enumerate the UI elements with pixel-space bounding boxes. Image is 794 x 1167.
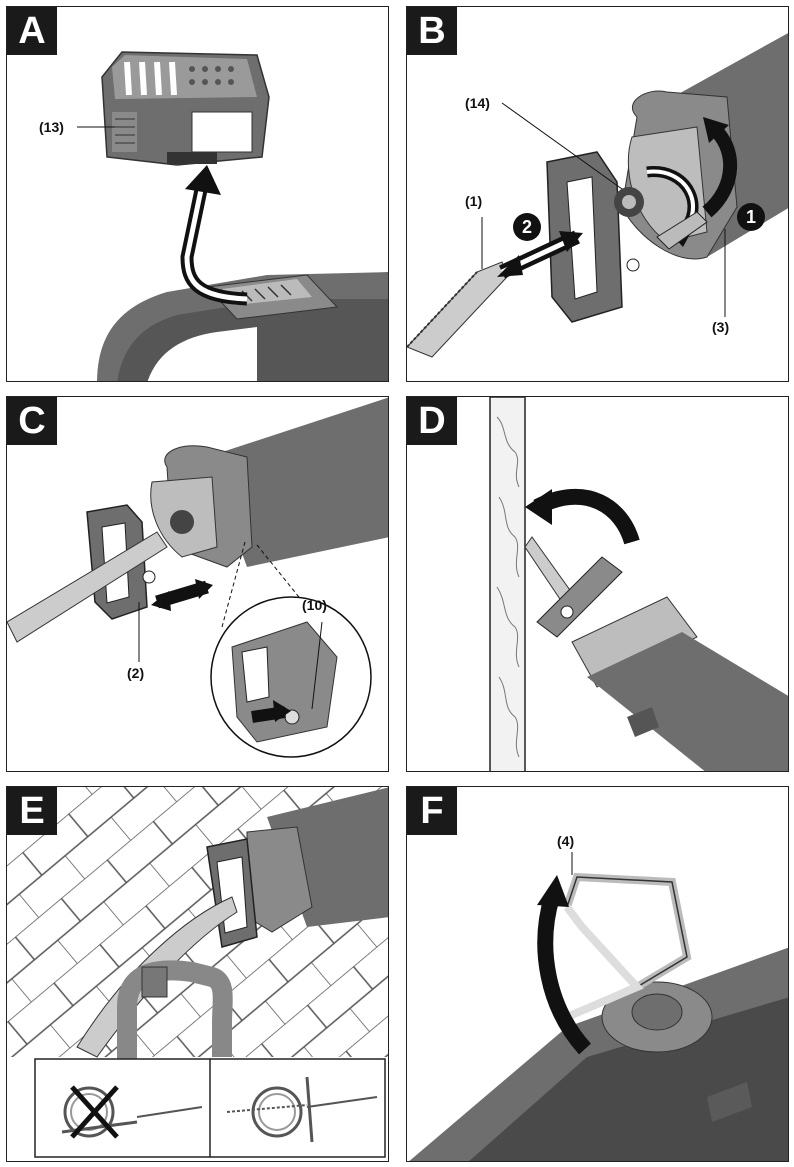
battery-removal-illustration: [77, 51, 388, 381]
label-blade: (1): [465, 193, 483, 209]
panel-letter-b: B: [407, 7, 457, 55]
plunge-cut-illustration: [489, 397, 788, 771]
panel-a: A: [6, 6, 389, 382]
battery-pack: [101, 51, 270, 166]
panel-d: D: [406, 396, 789, 772]
flush-cut-illustration: [7, 787, 388, 1158]
panel-b: B (14) (1) (3) 1 2: [406, 6, 789, 382]
label-button: (10): [302, 597, 327, 613]
label-battery: (13): [39, 119, 64, 135]
panel-c: C (2) (10): [6, 396, 389, 772]
label-lever: (3): [712, 319, 730, 335]
panel-e: E: [6, 786, 389, 1162]
shoe-adjustment-illustration: [7, 397, 388, 758]
panel-letter-e: E: [7, 787, 57, 835]
step-badge-2: 2: [513, 213, 541, 241]
blade-insertion-illustration: [407, 33, 788, 358]
panel-letter-d: D: [407, 397, 457, 445]
label-shoe: (2): [127, 665, 145, 681]
label-hook: (4): [557, 833, 575, 849]
step-badge-1: 1: [737, 203, 765, 231]
panel-f: F (4): [406, 786, 789, 1162]
panel-letter-f: F: [407, 787, 457, 835]
hook-illustration: [409, 852, 788, 1161]
label-clamp: (14): [465, 95, 490, 111]
panel-letter-a: A: [7, 7, 57, 55]
panel-letter-c: C: [7, 397, 57, 445]
